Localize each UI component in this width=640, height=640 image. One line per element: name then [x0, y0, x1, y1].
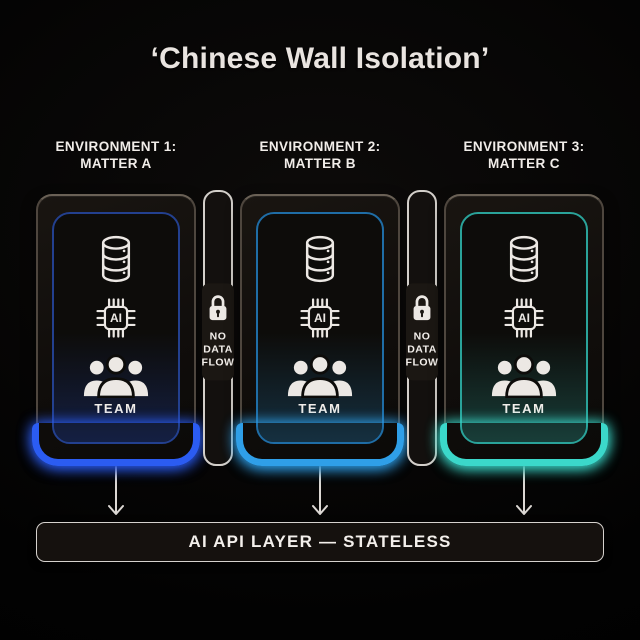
environment-card: AI: [32, 194, 200, 466]
database-icon: [505, 234, 543, 284]
arrow-down-icon: [108, 466, 124, 515]
api-layer-label: AI API LAYER — STATELESS: [188, 532, 452, 551]
environment-name: ENVIRONMENT 2:: [259, 139, 381, 154]
environment-column-3: ENVIRONMENT 3: MATTER C: [440, 138, 608, 522]
environment-column-2: ENVIRONMENT 2: MATTER B: [236, 138, 404, 522]
team-icon: TEAM: [491, 352, 557, 416]
chip-label: AI: [110, 311, 122, 325]
environment-label: ENVIRONMENT 2: MATTER B: [259, 138, 380, 176]
environment-label: ENVIRONMENT 3: MATTER C: [463, 138, 584, 176]
arrow-down-icon: [312, 466, 328, 515]
isolation-panel: AI: [52, 212, 180, 444]
barrier-column-2: NO DATA FLOW: [405, 138, 439, 522]
database-icon: [301, 234, 339, 284]
environment-column-1: ENVIRONMENT 1: MATTER A: [32, 138, 200, 522]
glow-bracket: [440, 423, 608, 466]
no-data-flow-badge: NO DATA FLOW: [201, 283, 235, 381]
matter-name: MATTER C: [488, 156, 560, 171]
glow-bracket: [236, 423, 404, 466]
database-icon: [97, 234, 135, 284]
barrier-column-1: NO DATA FLOW: [201, 138, 235, 522]
no-data-flow-badge: NO DATA FLOW: [405, 283, 439, 381]
team-icon: TEAM: [287, 352, 353, 416]
ai-chip-icon: AI: [296, 294, 344, 342]
glow-bracket: [32, 423, 200, 466]
isolation-panel: AI: [256, 212, 384, 444]
isolation-panel: AI: [460, 212, 588, 444]
ai-chip-icon: AI: [92, 294, 140, 342]
flow-arrow: [512, 466, 536, 522]
matter-name: MATTER A: [80, 156, 152, 171]
page-title: ‘Chinese Wall Isolation’: [150, 42, 490, 75]
api-layer-bar: AI API LAYER — STATELESS: [36, 522, 604, 562]
chip-label: AI: [314, 311, 326, 325]
environments-row: ENVIRONMENT 1: MATTER A: [32, 138, 608, 522]
barrier-pill: NO DATA FLOW: [201, 190, 235, 466]
environment-card: AI: [236, 194, 404, 466]
no-data-flow-label: NO DATA FLOW: [405, 330, 439, 369]
arrow-down-icon: [516, 466, 532, 515]
environment-name: ENVIRONMENT 1:: [55, 139, 177, 154]
lock-icon: [209, 295, 227, 321]
environment-name: ENVIRONMENT 3:: [463, 139, 585, 154]
team-label: TEAM: [502, 401, 546, 416]
environment-label: ENVIRONMENT 1: MATTER A: [55, 138, 176, 176]
no-data-flow-label: NO DATA FLOW: [201, 330, 235, 369]
team-icon: TEAM: [83, 352, 149, 416]
matter-name: MATTER B: [284, 156, 356, 171]
team-label: TEAM: [298, 401, 342, 416]
lock-icon: [413, 295, 431, 321]
flow-arrow: [104, 466, 128, 522]
barrier-pill: NO DATA FLOW: [405, 190, 439, 466]
team-label: TEAM: [94, 401, 138, 416]
environment-card: AI: [440, 194, 608, 466]
ai-chip-icon: AI: [500, 294, 548, 342]
diagram: ‘Chinese Wall Isolation’ ENVIRONMENT 1: …: [32, 0, 608, 562]
flow-arrow: [308, 466, 332, 522]
chip-label: AI: [518, 311, 530, 325]
